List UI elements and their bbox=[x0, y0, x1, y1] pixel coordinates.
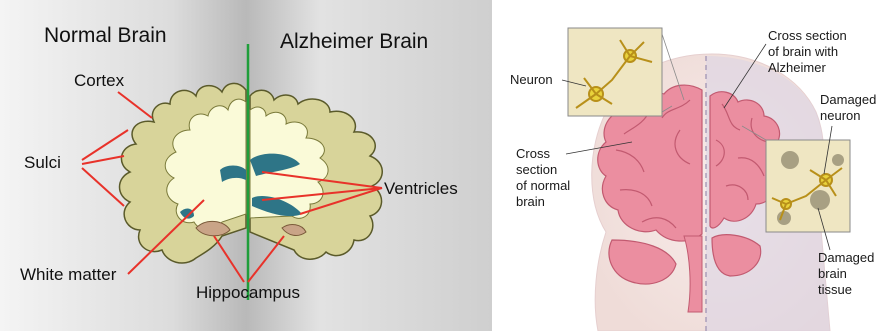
damaged-tissue-label-line2: brain bbox=[818, 266, 847, 281]
damaged-tissue-label-line3: tissue bbox=[818, 282, 852, 297]
neuron-label: Neuron bbox=[510, 72, 553, 87]
alzheimer-brain-title: Alzheimer Brain bbox=[280, 30, 428, 53]
alzheimer-section-label-line2: of brain with bbox=[768, 44, 838, 59]
normal-vs-alzheimer-panel: Normal Brain Alzheimer Brain Cortex Sulc… bbox=[0, 0, 492, 331]
alzheimer-section-label-line1: Cross section bbox=[768, 28, 847, 43]
damaged-neuron-label-line1: Damaged bbox=[820, 92, 876, 107]
normal-brain-title: Normal Brain bbox=[44, 24, 167, 47]
normal-section-label-line4: brain bbox=[516, 194, 545, 209]
normal-section-label-line3: of normal bbox=[516, 178, 570, 193]
damaged-neuron-label-line2: neuron bbox=[820, 108, 860, 123]
damaged-tissue-label-line1: Damaged bbox=[818, 250, 874, 265]
normal-section-label-line2: section bbox=[516, 162, 557, 177]
normal-section-label-line1: Cross bbox=[516, 146, 550, 161]
medical-illustration-panel: Neuron Cross section of brain with Alzhe… bbox=[492, 0, 896, 331]
sulci-label: Sulci bbox=[24, 153, 61, 172]
cortex-label: Cortex bbox=[74, 71, 125, 90]
white-matter-label: White matter bbox=[20, 265, 117, 284]
hippocampus-label: Hippocampus bbox=[196, 283, 300, 302]
ventricles-label: Ventricles bbox=[384, 179, 458, 198]
alzheimer-section-label-line3: Alzheimer bbox=[768, 60, 826, 75]
